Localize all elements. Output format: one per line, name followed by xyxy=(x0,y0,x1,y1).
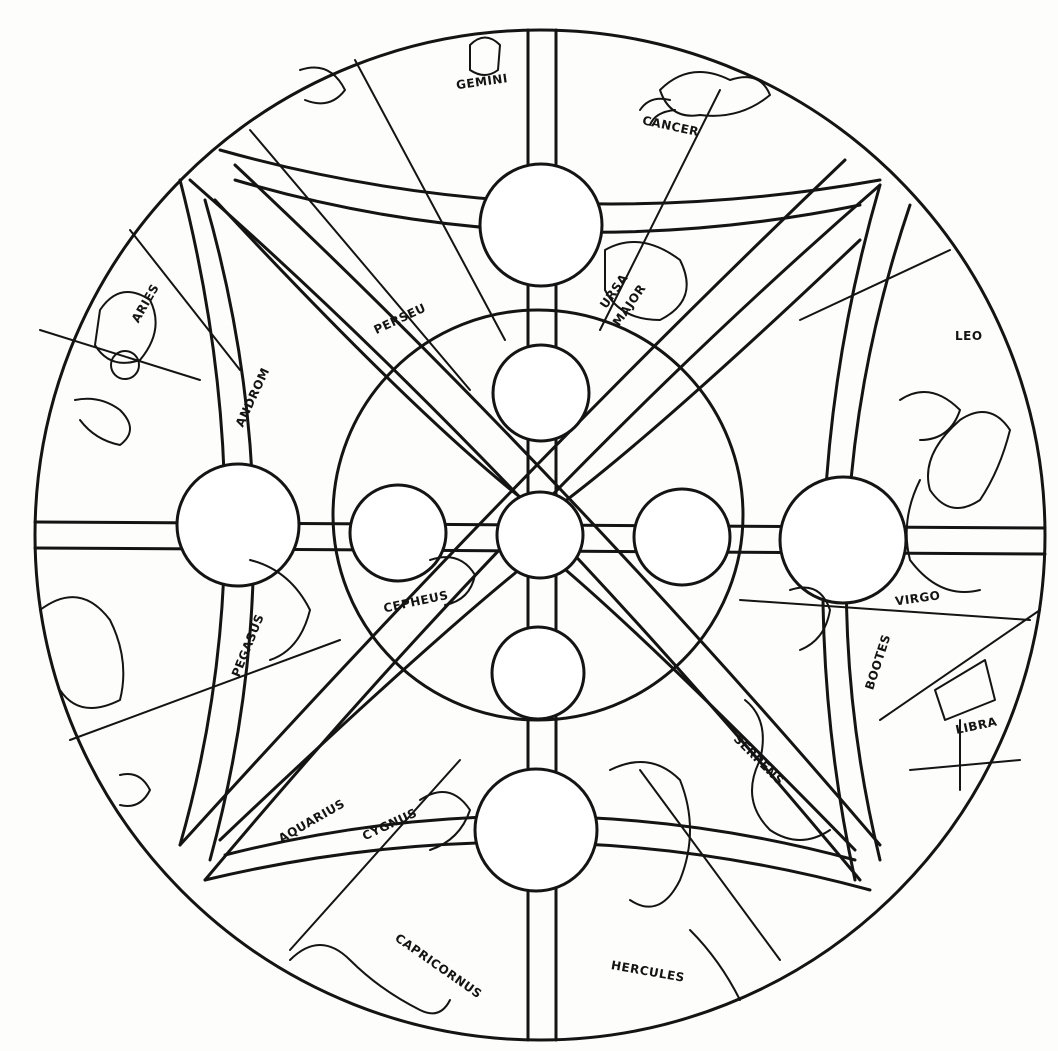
label-libra: LIBRA xyxy=(954,714,998,737)
medallion-center xyxy=(497,492,583,578)
label-leo: LEO xyxy=(955,329,983,343)
medallion-right-outer xyxy=(780,477,906,603)
label-capricornus: CAPRICORNUS xyxy=(392,931,484,1001)
medallion-right-inner xyxy=(634,489,730,585)
label-cancer: CANCER xyxy=(641,113,700,139)
medallion-bottom-inner xyxy=(492,627,584,719)
label-bootes: BOOTES xyxy=(862,633,893,692)
label-gemini: GEMINI xyxy=(455,71,508,92)
medallion-left-inner xyxy=(350,485,446,581)
label-hercules: HERCULES xyxy=(610,958,686,985)
label-serpens: SERPENS xyxy=(731,732,787,788)
label-aquarius: AQUARIUS xyxy=(276,796,347,845)
medallion-left-outer xyxy=(177,464,299,586)
label-andromeda: ANDROM xyxy=(233,365,273,429)
label-aries: ARIES xyxy=(129,281,162,325)
medallions xyxy=(177,164,906,891)
medallion-top-inner xyxy=(493,345,589,441)
medallion-top-outer xyxy=(480,164,602,286)
medallion-bottom-outer xyxy=(475,769,597,891)
label-virgo: VIRGO xyxy=(894,588,941,608)
